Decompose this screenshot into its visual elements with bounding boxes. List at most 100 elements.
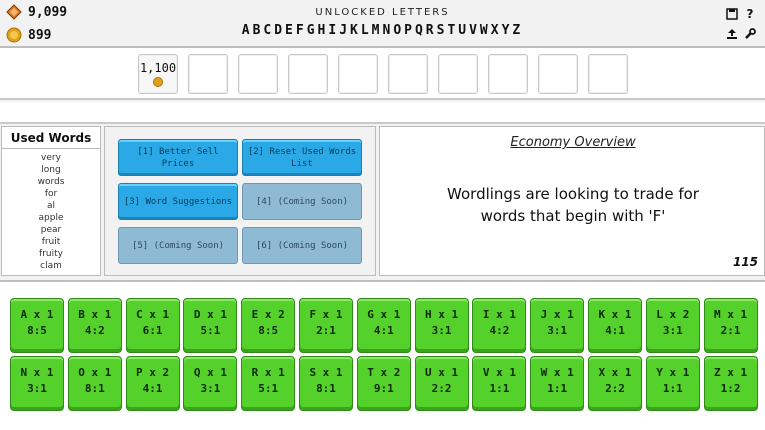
tile-letter-count: P x 2: [136, 366, 170, 379]
letter-tile-n[interactable]: N x 1 3:1: [10, 356, 64, 411]
tile-letter-count: B x 1: [78, 308, 112, 321]
upload-icon[interactable]: [723, 24, 741, 44]
used-words-panel: Used Words very long words for al apple …: [1, 126, 101, 276]
word-suggestions-button[interactable]: [3] Word Suggestions: [118, 183, 238, 220]
tile-stats: 2:1: [720, 324, 741, 337]
letter-tile-s[interactable]: S x 1 8:1: [299, 356, 353, 411]
tile-stats: 2:1: [316, 324, 336, 337]
coin-icon: [6, 27, 22, 43]
tile-letter-count: V x 1: [482, 366, 516, 379]
tile-letter-count: G x 1: [367, 308, 401, 321]
tile-letter-count: I x 1: [482, 308, 516, 321]
tile-letter-count: Y x 1: [656, 366, 690, 379]
tile-stats: 3:1: [431, 324, 452, 337]
tile-letter-count: L x 2: [656, 308, 690, 321]
letter-slot[interactable]: [388, 54, 428, 94]
tile-stats: 8:1: [84, 382, 105, 395]
letter-slot[interactable]: [438, 54, 478, 94]
tile-letter-count: E x 2: [251, 308, 285, 321]
tile-letter-count: X x 1: [598, 366, 632, 379]
letter-tile-h[interactable]: H x 1 3:1: [414, 298, 469, 353]
coin-icon: [153, 77, 163, 87]
tile-letter-count: Z x 1: [714, 366, 748, 379]
middle-panel: Used Words very long words for al apple …: [0, 126, 765, 278]
letter-slot[interactable]: [188, 54, 228, 94]
letter-tile-l[interactable]: L x 2 3:1: [645, 298, 700, 353]
tile-stats: 5:1: [258, 382, 279, 395]
tile-letter-count: A x 1: [20, 308, 54, 321]
tile-letter-count: W x 1: [540, 366, 574, 379]
letter-slot[interactable]: [588, 54, 628, 94]
better-sell-prices-button[interactable]: [1] Better Sell Prices: [118, 139, 238, 176]
letter-tile-e[interactable]: E x 2 8:5: [241, 298, 296, 353]
tile-letter-count: H x 1: [425, 308, 459, 321]
coins-value: 899: [28, 27, 52, 43]
coming-soon-button-6[interactable]: [6] (Coming Soon): [242, 227, 362, 264]
tile-stats: 5:1: [200, 324, 221, 337]
help-icon[interactable]: ?: [746, 7, 754, 21]
coins-stat: 899: [6, 27, 51, 43]
letter-slot[interactable]: [488, 54, 528, 94]
used-word: clam: [40, 261, 62, 271]
tile-stats: 8:1: [316, 382, 336, 395]
letter-tile-x[interactable]: X x 1 2:2: [588, 356, 642, 411]
tile-letter-count: J x 1: [540, 308, 574, 321]
letter-tile-m[interactable]: M x 1 2:1: [703, 298, 758, 353]
coming-soon-button-5[interactable]: [5] (Coming Soon): [118, 227, 238, 264]
letter-tile-i[interactable]: I x 1 4:2: [472, 298, 527, 353]
economy-message-line: words that begin with 'F': [480, 207, 666, 225]
price-value: 1,100: [139, 61, 177, 75]
tile-stats: 2:2: [605, 382, 625, 395]
used-word: pear: [40, 225, 62, 235]
used-words-list: very long words for al apple pear fruit …: [2, 149, 100, 272]
letter-slot[interactable]: [238, 54, 278, 94]
message-strip: [0, 102, 765, 124]
letter-slot[interactable]: [288, 54, 328, 94]
tile-letter-count: M x 1: [714, 308, 748, 321]
used-word: very: [41, 153, 61, 163]
letter-slot[interactable]: [538, 54, 578, 94]
reset-used-words-button[interactable]: [2] Reset Used Words List: [242, 139, 362, 176]
letter-tile-r[interactable]: R x 1 5:1: [241, 356, 296, 411]
tile-stats: 4:2: [489, 324, 510, 337]
used-word: fruit: [41, 237, 61, 247]
tile-stats: 8:5: [258, 324, 279, 337]
wrench-icon[interactable]: [741, 24, 759, 44]
economy-panel: Economy Overview Wordlings are looking t…: [379, 126, 765, 276]
economy-message-line: Wordlings are looking to trade for: [447, 185, 699, 203]
letter-slot[interactable]: [338, 54, 378, 94]
price-slot: 1,100: [138, 54, 178, 94]
coming-soon-button-4[interactable]: [4] (Coming Soon): [242, 183, 362, 220]
tile-letter-count: R x 1: [251, 366, 285, 379]
tile-stats: 3:1: [27, 382, 47, 395]
used-word: al: [46, 201, 55, 211]
save-icon[interactable]: [723, 4, 741, 24]
word-slots-row: 1,100: [0, 48, 765, 100]
letter-tile-j[interactable]: J x 1 3:1: [530, 298, 585, 353]
used-word: for: [44, 189, 58, 199]
economy-title: Economy Overview: [510, 135, 636, 150]
top-bar: 9,099 899 UNLOCKED LETTERS ABCDEFGHIJKLM…: [0, 0, 765, 48]
tile-stats: 3:1: [547, 324, 568, 337]
tile-stats: 3:1: [662, 324, 683, 337]
tile-letter-count: N x 1: [20, 366, 54, 379]
tile-letter-count: S x 1: [309, 366, 343, 379]
gems-value: 9,099: [28, 4, 68, 20]
